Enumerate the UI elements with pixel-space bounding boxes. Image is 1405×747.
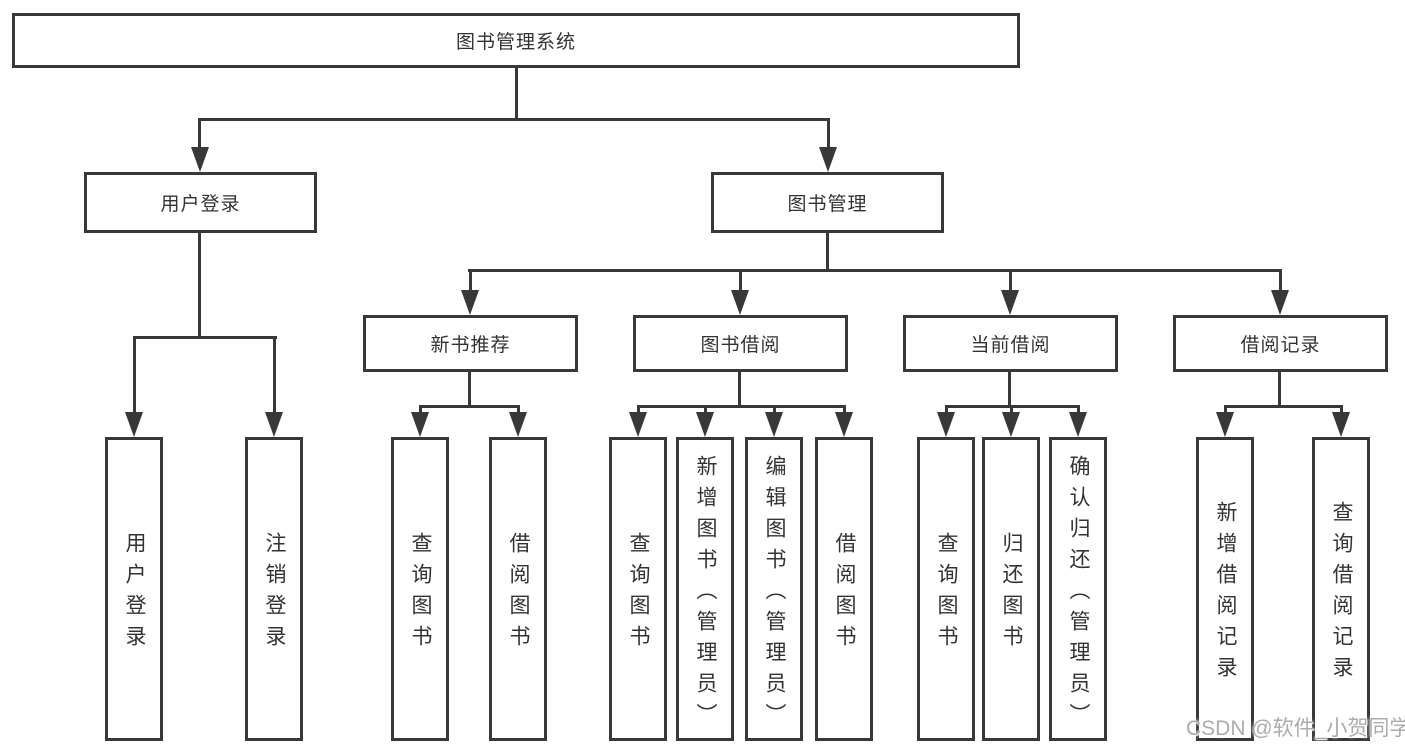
arrowhead-down-icon: [1069, 412, 1087, 437]
leaf-return-books: 归还图书: [982, 437, 1040, 741]
connector-line: [945, 405, 948, 415]
arrowhead-down-icon: [835, 412, 853, 437]
leaf-logout: 注销登录: [245, 437, 303, 741]
arrowhead-down-icon: [265, 412, 283, 437]
leaf-label: 新增借阅记录: [1214, 501, 1237, 687]
connector-line: [273, 336, 276, 415]
connector-line: [468, 372, 471, 408]
connector-line: [198, 233, 201, 339]
node-label: 新书推荐: [430, 335, 511, 356]
connector-line: [515, 68, 518, 121]
node-library-management-system: 图书管理系统: [12, 13, 1020, 68]
node-label: 图书借阅: [700, 335, 781, 356]
leaf-label: 查询图书: [409, 532, 432, 656]
leaf-label: 用户登录: [123, 532, 146, 656]
leaf-label: 归还图书: [1000, 532, 1023, 656]
arrowhead-down-icon: [731, 290, 749, 315]
leaf-label: 确认归还（管理员）: [1067, 454, 1090, 734]
arrowhead-down-icon: [1216, 412, 1234, 437]
connector-line: [1009, 269, 1012, 293]
node-label: 借阅记录: [1240, 335, 1321, 356]
connector-line: [1224, 405, 1227, 415]
connector-line: [1340, 405, 1343, 415]
leaf-label: 编辑图书（管理员）: [763, 454, 786, 734]
leaf-label: 查询图书: [627, 532, 650, 656]
leaf-label: 注销登录: [263, 532, 286, 656]
connector-line: [1279, 269, 1282, 293]
leaf-label: 查询图书: [935, 532, 958, 656]
arrowhead-down-icon: [819, 147, 837, 172]
connector-line: [827, 118, 830, 150]
connector-line: [198, 118, 830, 121]
arrowhead-down-icon: [1001, 290, 1019, 315]
leaf-query-books-current: 查询图书: [917, 437, 975, 741]
node-label: 当前借阅: [970, 335, 1051, 356]
arrowhead-down-icon: [509, 412, 527, 437]
connector-line: [843, 405, 846, 415]
connector-line: [133, 336, 136, 415]
leaf-user-login: 用户登录: [105, 437, 163, 741]
arrowhead-down-icon: [125, 412, 143, 437]
connector-line: [1010, 405, 1013, 415]
arrowhead-down-icon: [191, 147, 209, 172]
arrowhead-down-icon: [1002, 412, 1020, 437]
leaf-add-books-admin: 新增图书（管理员）: [676, 437, 734, 741]
node-current-borrowing: 当前借阅: [903, 315, 1118, 372]
leaf-edit-books-admin: 编辑图书（管理员）: [745, 437, 803, 741]
leaf-label: 新增图书（管理员）: [694, 454, 717, 734]
arrowhead-down-icon: [1332, 412, 1350, 437]
connector-line: [637, 405, 640, 415]
arrowhead-down-icon: [696, 412, 714, 437]
node-new-book-recommendation: 新书推荐: [363, 315, 578, 372]
leaf-query-books-borrowing: 查询图书: [609, 437, 667, 741]
connector-line: [133, 336, 277, 339]
connector-line: [739, 269, 742, 293]
connector-line: [826, 233, 829, 272]
connector-line: [1224, 405, 1343, 408]
leaf-label: 借阅图书: [833, 532, 856, 656]
node-book-management: 图书管理: [711, 172, 944, 233]
node-book-borrowing: 图书借阅: [633, 315, 848, 372]
connector-line: [1008, 372, 1011, 408]
node-label: 图书管理系统: [455, 32, 576, 53]
leaf-query-borrow-record: 查询借阅记录: [1312, 437, 1370, 741]
node-user-login: 用户登录: [84, 172, 317, 233]
connector-line: [419, 405, 422, 415]
node-label: 用户登录: [160, 194, 241, 215]
leaf-confirm-return-admin: 确认归还（管理员）: [1049, 437, 1107, 741]
leaf-label: 查询借阅记录: [1330, 501, 1353, 687]
arrowhead-down-icon: [765, 412, 783, 437]
connector-line: [469, 269, 472, 293]
node-label: 图书管理: [787, 194, 868, 215]
arrowhead-down-icon: [411, 412, 429, 437]
connector-line: [704, 405, 707, 415]
leaf-query-books-recommend: 查询图书: [391, 437, 449, 741]
leaf-borrow-books-borrowing: 借阅图书: [815, 437, 873, 741]
arrowhead-down-icon: [629, 412, 647, 437]
connector-line: [517, 405, 520, 415]
leaf-label: 借阅图书: [507, 532, 530, 656]
csdn-watermark: CSDN @软件_小贺同学: [1186, 717, 1405, 740]
connector-line: [198, 118, 201, 150]
arrowhead-down-icon: [1271, 290, 1289, 315]
connector-line: [1278, 372, 1281, 408]
connector-line: [738, 372, 741, 408]
leaf-add-borrow-record: 新增借阅记录: [1196, 437, 1254, 741]
connector-line: [1077, 405, 1080, 415]
node-borrowing-records: 借阅记录: [1173, 315, 1388, 372]
arrowhead-down-icon: [937, 412, 955, 437]
connector-line: [468, 269, 1281, 272]
connector-line: [637, 405, 846, 408]
leaf-borrow-books-recommend: 借阅图书: [489, 437, 547, 741]
connector-line: [419, 405, 520, 408]
connector-line: [773, 405, 776, 415]
arrowhead-down-icon: [461, 290, 479, 315]
